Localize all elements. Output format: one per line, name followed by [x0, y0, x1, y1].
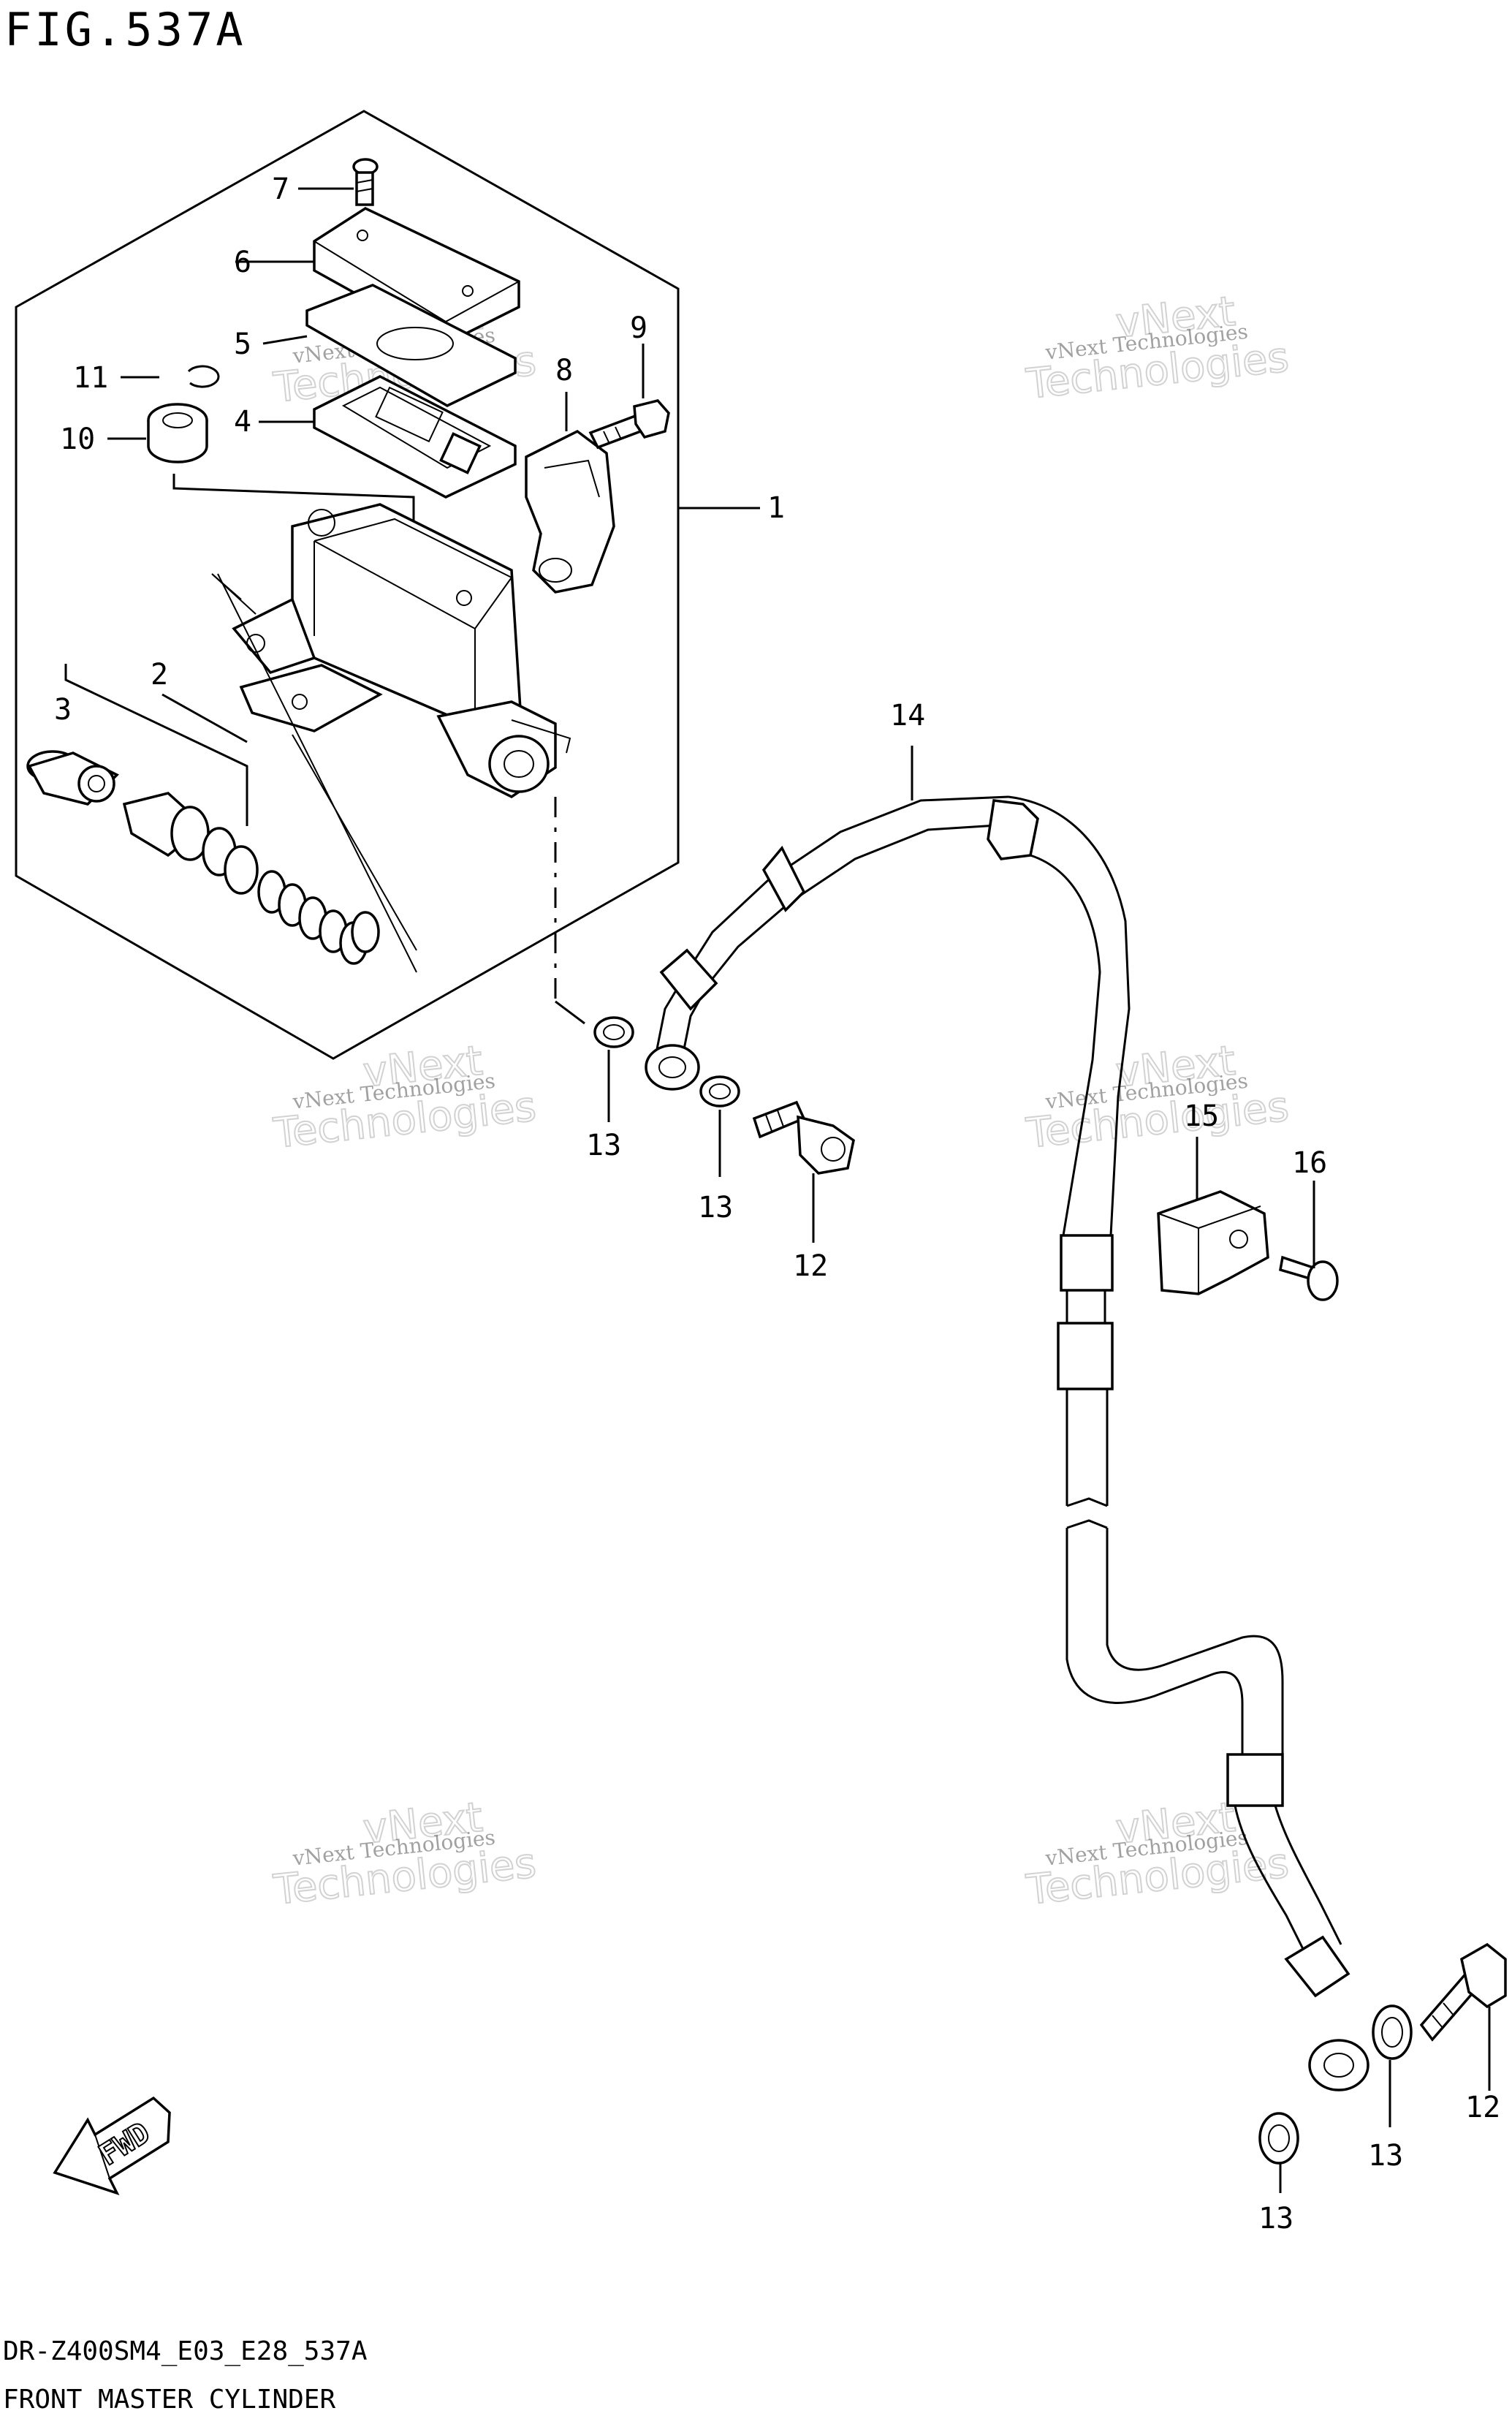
washer-13-a: [593, 1016, 634, 1048]
callout-12-b: 12: [1465, 2091, 1500, 2124]
brake-hose-14: [645, 795, 1369, 2091]
callout-12-a: 12: [793, 1249, 828, 1283]
union-bolt-12-a: [752, 1100, 855, 1175]
piston-set-2: [26, 750, 380, 965]
figure-title: FIG.537A: [4, 3, 246, 56]
assembly-boundary: [15, 110, 680, 1060]
watermark: Technologies vNext vNext Technologies: [270, 1793, 539, 1915]
callout-15: 15: [1184, 1099, 1219, 1133]
model-code: DR-Z400SM4_E03_E28_537A: [3, 2336, 368, 2366]
callout-7: 7: [272, 173, 289, 206]
leader-2: [162, 693, 248, 743]
washer-13-b: [699, 1075, 740, 1108]
screw-7: [352, 158, 379, 206]
callout-9: 9: [630, 311, 647, 345]
reservoir-cap-6: [313, 207, 520, 345]
fwd-arrow-icon: FWD: [53, 2096, 171, 2195]
callout-13-d: 13: [1258, 2202, 1293, 2235]
centerline-end: [555, 1000, 585, 1025]
watermark: Technologies vNext vNext Technologies: [270, 1037, 539, 1159]
callout-13-c: 13: [1368, 2139, 1403, 2173]
bracket-8: [525, 429, 615, 594]
diagram-name: FRONT MASTER CYLINDER: [3, 2385, 336, 2415]
circlip-11: [187, 365, 220, 388]
watermark: Technologies vNext vNext Technologies: [1023, 1037, 1292, 1159]
watermark: Technologies vNext vNext Technologies: [1023, 287, 1292, 409]
washer-13-c: [1372, 2004, 1413, 2060]
boot-10: [147, 403, 208, 463]
clamp-15: [1157, 1190, 1269, 1295]
leader-5: [262, 335, 308, 345]
callout-5: 5: [234, 327, 251, 361]
washer-13-d: [1258, 2112, 1299, 2165]
callout-8: 8: [555, 354, 573, 387]
leader-3: [64, 664, 248, 826]
watermark: Technologies vNext vNext Technologies: [1023, 1793, 1292, 1915]
callout-6: 6: [234, 246, 251, 279]
diaphragm-4: [313, 375, 517, 499]
callout-14: 14: [890, 699, 925, 732]
assembly-axis: [292, 734, 417, 951]
callout-1: 1: [767, 491, 785, 525]
assembly-axis-2: [217, 573, 417, 973]
callout-16: 16: [1292, 1146, 1327, 1180]
callout-4: 4: [234, 405, 251, 439]
callout-13-b: 13: [698, 1191, 733, 1224]
callout-13-a: 13: [586, 1129, 621, 1162]
callout-10: 10: [60, 423, 95, 456]
callout-2: 2: [151, 658, 168, 692]
callout-3: 3: [54, 693, 72, 727]
bolt-9: [588, 399, 670, 450]
callout-11: 11: [73, 361, 108, 395]
union-bolt-12-b: [1419, 1942, 1507, 2042]
master-cylinder-body: [211, 503, 571, 799]
diaphragm-plate-5: [305, 284, 517, 407]
screw-16: [1279, 1255, 1339, 1301]
